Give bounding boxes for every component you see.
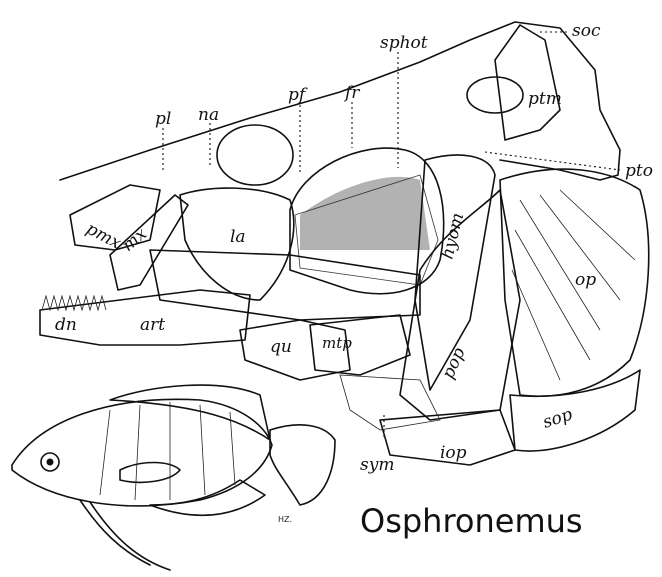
label-mx: mx [118,224,151,256]
label-pl: pl [155,109,171,129]
label-hyom: hyom [437,211,468,261]
label-sop: sop [540,404,575,432]
label-qu: qu [270,337,292,357]
label-soc: soc [572,21,601,41]
label-pf: pf [288,85,308,105]
subopercle-bone [510,370,640,451]
label-art: art [140,315,165,335]
label-pto: pto [625,161,653,181]
supraoccipital-crest [495,25,560,140]
opercle-striae [512,190,635,380]
label-dn: dn [55,315,77,335]
label-mtp: mtp [322,334,352,352]
fish-pelvic-fin [80,500,170,570]
label-fr: fr [343,83,360,103]
orbit-dark-muscle [300,177,430,250]
palate-hatched [150,250,420,320]
branchiostegal-area [340,375,440,430]
nasal-opening [217,125,293,185]
label-sphot: sphot [380,33,428,53]
fish-pectoral-fin [120,463,180,483]
ptm-fossa [467,77,523,113]
fish-tail [270,425,335,505]
label-op: op [575,270,596,290]
label-na: na [198,105,219,125]
label-ptm: ptm [528,89,562,109]
label-iop: iop [440,443,467,463]
genus-caption: Osphronemus [360,502,583,540]
fish-bands [100,402,235,500]
fish-pupil [47,459,54,466]
artist-initials: HZ. [278,515,292,524]
fish-sketch [12,385,335,570]
label-pop: pop [438,345,469,382]
label-sym: sym [360,455,394,475]
fish-dorsal-fin [110,385,270,440]
label-la: la [230,227,246,247]
